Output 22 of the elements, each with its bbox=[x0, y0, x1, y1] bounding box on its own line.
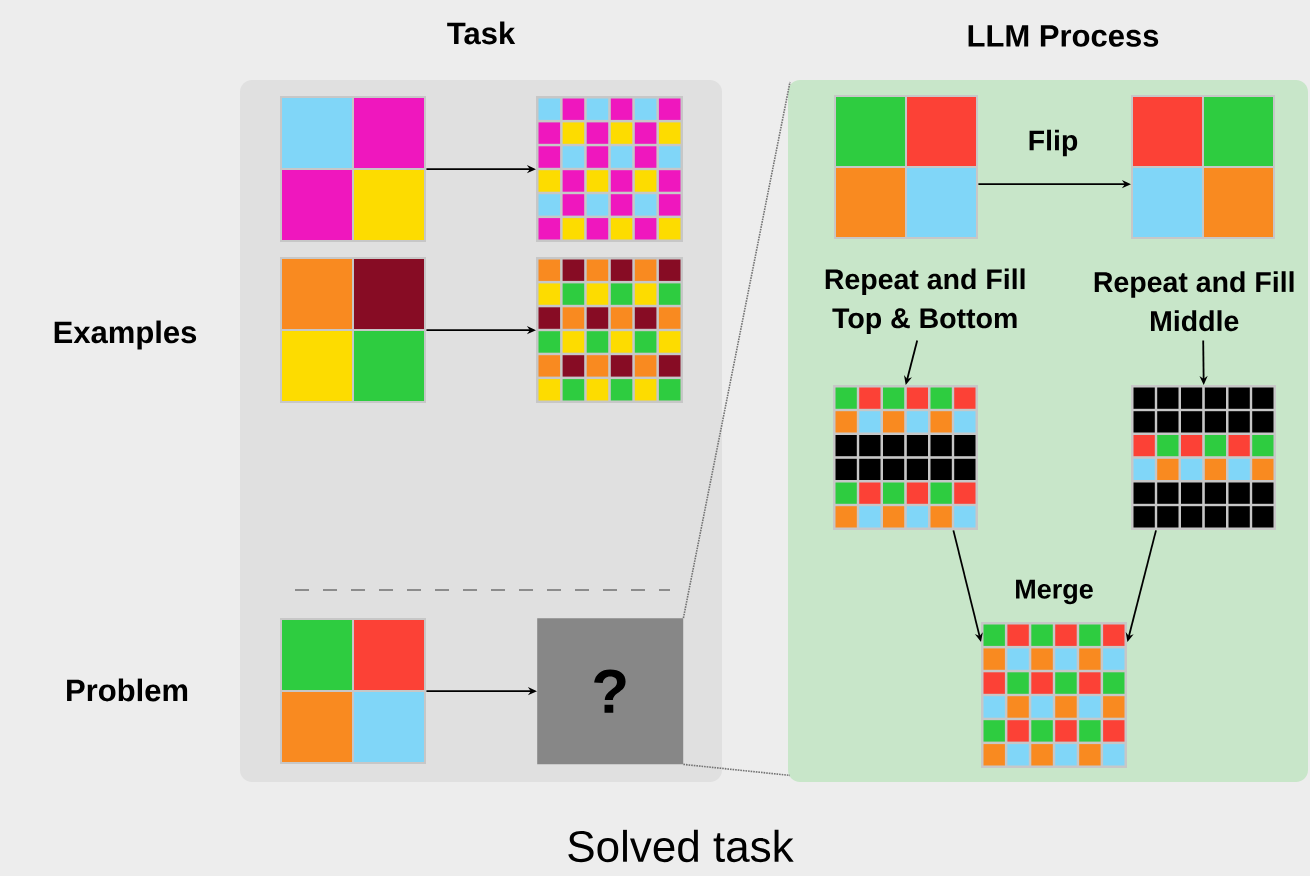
color-grid-drawing bbox=[1131, 95, 1275, 239]
question-box: ? bbox=[537, 618, 684, 765]
zoom-line bbox=[682, 763, 791, 777]
step-label: Merge bbox=[1016, 579, 1093, 605]
color-grid-drawing bbox=[834, 95, 978, 239]
color-grid-drawing bbox=[1131, 385, 1276, 530]
color-grid-drawing bbox=[981, 622, 1127, 768]
edge-label: Flip bbox=[1029, 129, 1078, 157]
color-grid-drawing bbox=[536, 257, 683, 403]
color-grid-drawing bbox=[280, 257, 426, 403]
step-label: Repeat and Fill Middle bbox=[1094, 271, 1294, 332]
color-grid-drawing bbox=[536, 96, 683, 242]
row-label: Examples bbox=[54, 320, 197, 350]
zoom-line bbox=[682, 81, 791, 619]
caption: Solved task bbox=[568, 829, 794, 863]
color-grid-drawing bbox=[280, 618, 426, 764]
step-label: Repeat and Fill Top & Bottom bbox=[825, 268, 1025, 334]
node-label: LLM Process bbox=[968, 25, 1159, 47]
row-label: Problem bbox=[67, 678, 188, 702]
color-grid-drawing bbox=[280, 96, 426, 242]
color-grid-drawing bbox=[833, 385, 978, 530]
node-label: Task bbox=[447, 21, 516, 45]
